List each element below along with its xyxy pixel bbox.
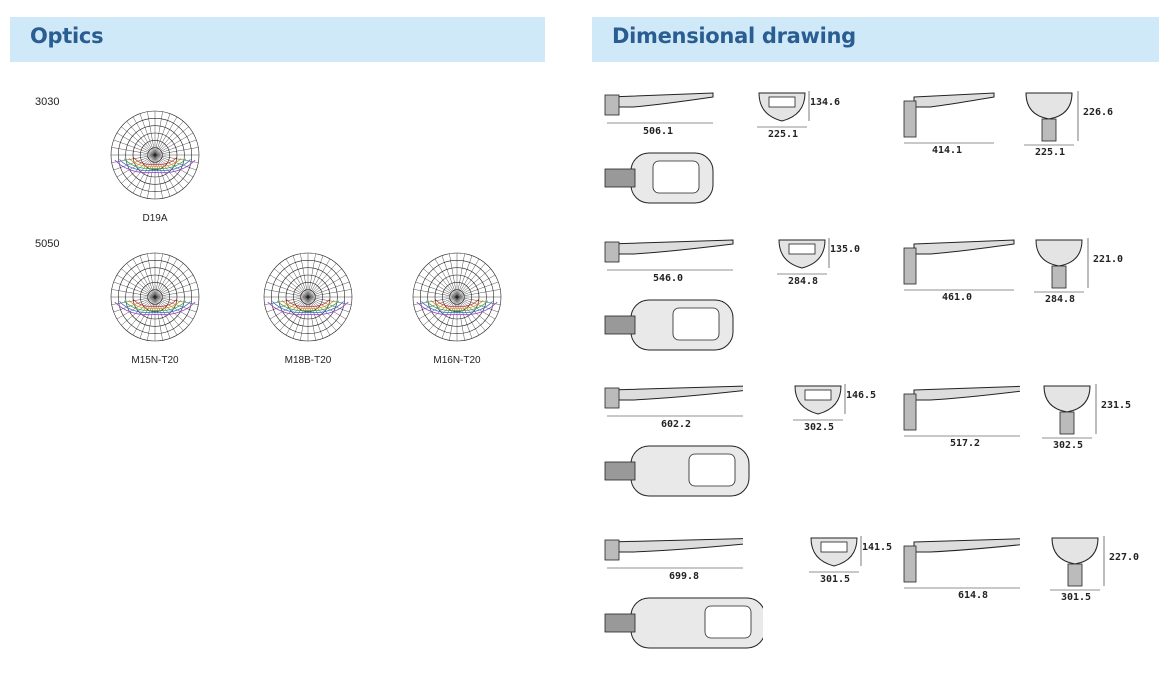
bracket-height-dimension: 231.5 — [1101, 400, 1131, 411]
top-view-drawing — [604, 299, 734, 351]
bracket-length-dimension: 517.2 — [950, 438, 980, 448]
optic-caption-m16n: M16N-T20 — [433, 355, 481, 366]
side-view-drawing: 506.1 — [604, 92, 714, 137]
front-view-drawing: 146.5 302.5 — [793, 384, 876, 433]
width-dimension: 302.5 — [804, 422, 834, 433]
bracket-height-dimension: 226.6 — [1083, 107, 1113, 118]
optic-caption-m18b: M18B-T20 — [284, 355, 332, 366]
top-view-drawing — [604, 152, 714, 204]
optic-caption-d19a: D19A — [142, 213, 168, 224]
polar-diagram-d19a — [110, 110, 200, 200]
width-dimension: 301.5 — [820, 574, 850, 585]
bracket-side-view-drawing: 614.8 — [903, 538, 1020, 600]
bracket-width-dimension: 225.1 — [1035, 147, 1065, 157]
optics-header: Optics — [10, 17, 545, 62]
side-length-dimension: 546.0 — [653, 273, 683, 284]
side-view-drawing: 699.8 — [604, 538, 743, 582]
width-dimension: 225.1 — [768, 129, 798, 140]
bracket-front-view-drawing: 226.6 225.1 — [1024, 91, 1113, 157]
led-type-3030-label: 3030 — [35, 96, 60, 108]
bracket-height-dimension: 227.0 — [1109, 552, 1139, 563]
bracket-side-view-drawing: 461.0 — [903, 239, 1015, 302]
front-view-drawing: 135.0 284.8 — [777, 238, 860, 287]
height-dimension: 134.6 — [810, 97, 840, 108]
bracket-front-view-drawing: 231.5 302.5 — [1042, 384, 1131, 450]
front-view-drawing: 134.6 225.1 — [757, 91, 840, 140]
bracket-length-dimension: 614.8 — [958, 590, 988, 600]
dimensional-drawing-header: Dimensional drawing — [592, 17, 1159, 62]
side-length-dimension: 699.8 — [669, 571, 699, 582]
dimensional-drawing-title: Dimensional drawing — [612, 24, 856, 48]
side-view-drawing: 546.0 — [604, 239, 734, 284]
height-dimension: 135.0 — [830, 244, 860, 255]
led-type-5050-label: 5050 — [35, 238, 60, 250]
width-dimension: 284.8 — [788, 276, 818, 287]
bracket-side-view-drawing: 517.2 — [903, 385, 1020, 448]
height-dimension: 146.5 — [846, 390, 876, 401]
polar-diagram-m18b — [263, 252, 353, 342]
top-view-drawing — [604, 445, 750, 497]
optic-caption-m15n: M15N-T20 — [131, 355, 179, 366]
bracket-side-view-drawing: 414.1 — [903, 92, 995, 155]
bracket-front-view-drawing: 221.0 284.8 — [1034, 238, 1123, 304]
bracket-length-dimension: 461.0 — [942, 292, 972, 302]
bracket-front-view-drawing: 227.0 301.5 — [1050, 536, 1139, 602]
bracket-length-dimension: 414.1 — [932, 145, 962, 155]
optics-title: Optics — [30, 24, 104, 48]
bracket-width-dimension: 284.8 — [1045, 294, 1075, 304]
top-view-drawing — [604, 597, 763, 649]
bracket-width-dimension: 302.5 — [1053, 440, 1083, 450]
bracket-width-dimension: 301.5 — [1061, 592, 1091, 602]
front-view-drawing: 141.5 301.5 — [809, 536, 892, 585]
side-view-drawing: 602.2 — [604, 385, 743, 430]
side-length-dimension: 506.1 — [643, 126, 673, 137]
polar-diagram-m16n — [412, 252, 502, 342]
polar-diagram-m15n — [110, 252, 200, 342]
height-dimension: 141.5 — [862, 542, 892, 553]
bracket-height-dimension: 221.0 — [1093, 254, 1123, 265]
side-length-dimension: 602.2 — [661, 419, 691, 430]
